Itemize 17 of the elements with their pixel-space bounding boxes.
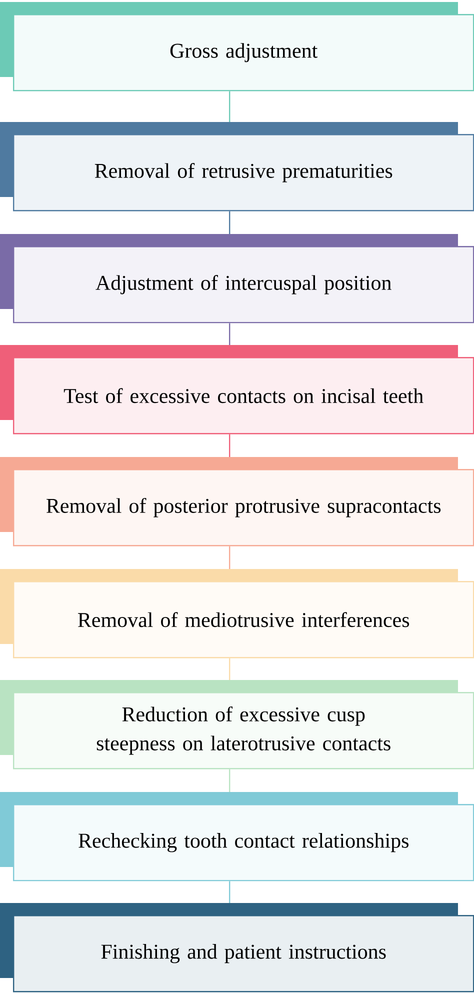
- step-box: Removal of mediotrusive interferences: [0, 569, 474, 658]
- connector-line: [229, 434, 230, 457]
- step-box: Test of excessive contacts on incisal teeth: [0, 345, 474, 434]
- step-box: Reduction of excessive cusp steepness on laterotrusive contacts: [0, 680, 474, 770]
- connector-line: [229, 91, 230, 122]
- step-box: Finishing and patient instructions: [0, 903, 474, 992]
- step-box: Removal of retrusive prematurities: [0, 122, 474, 212]
- step-box: Adjustment of intercuspal position: [0, 234, 474, 324]
- connector-line: [229, 658, 230, 680]
- connector-line: [229, 546, 230, 569]
- connector-line: [229, 323, 230, 345]
- step-box: Gross adjustment: [0, 2, 474, 92]
- step-box: Rechecking tooth contact relationships: [0, 792, 474, 882]
- connector-line: [229, 769, 230, 792]
- step-box: Removal of posterior protrusive supracontacts: [0, 457, 474, 546]
- connector-line: [229, 211, 230, 234]
- connector-line: [229, 881, 230, 903]
